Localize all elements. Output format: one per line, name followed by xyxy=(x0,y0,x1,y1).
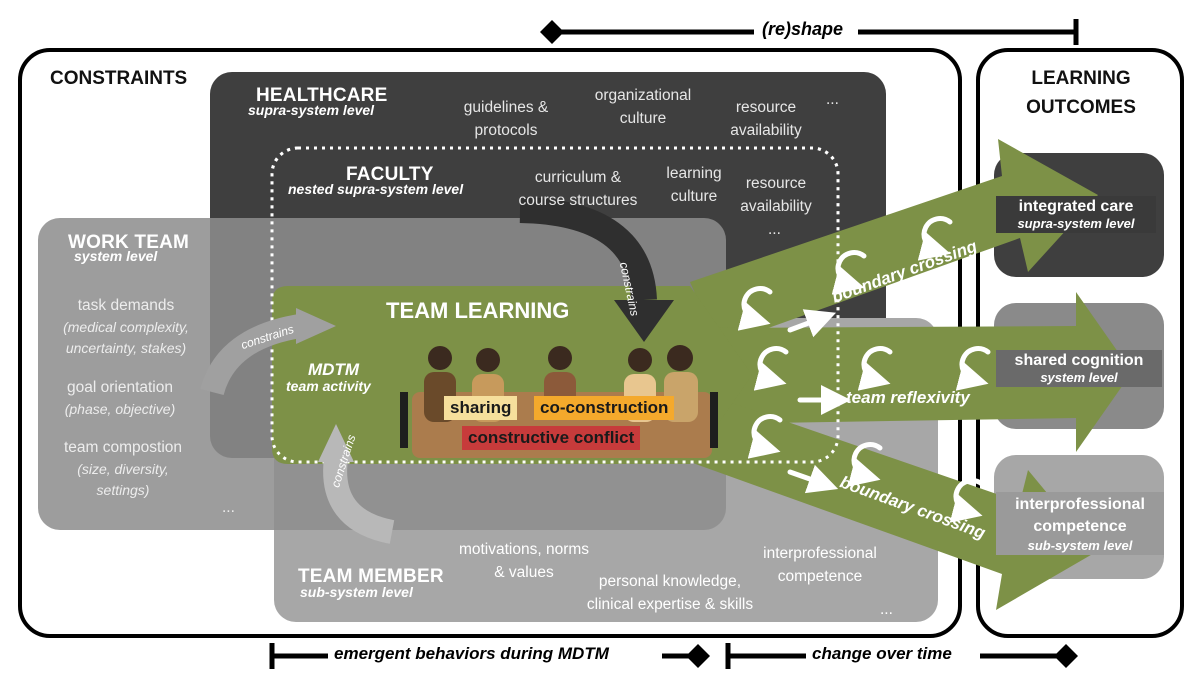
change-over-time-label: change over time xyxy=(812,644,952,663)
sharing-tag: sharing xyxy=(444,396,518,420)
outcome-interprofessional-competence: interprofessional competence sub-system … xyxy=(996,492,1164,555)
flow-bottom-arrow xyxy=(690,398,1096,610)
faculty-level: nested supra-system level xyxy=(288,181,464,197)
work-team-item: goal orientation (phase, objective) xyxy=(64,379,176,417)
healthcare-item: guidelines &protocols xyxy=(463,99,549,139)
loop-icon xyxy=(857,346,893,391)
learning-outcomes-title-line2: OUTCOMES xyxy=(1026,97,1136,118)
team-member-more: ... xyxy=(880,601,893,618)
flow-top-arrow xyxy=(690,139,1098,346)
constructive-conflict-tag: constructive conflict xyxy=(462,426,641,450)
work-team-item: team compostion (size, diversity, settin… xyxy=(63,439,183,498)
arrow-icon xyxy=(787,464,839,494)
work-team-item: task demands (medical complexity, uncert… xyxy=(63,297,189,356)
change-diamond xyxy=(1054,644,1078,668)
reshape-label: (re)shape xyxy=(762,19,844,39)
mdtm-sublabel: team activity xyxy=(286,378,371,394)
loop-icon xyxy=(917,216,953,261)
faculty-item: curriculum &course structures xyxy=(518,169,638,209)
work-team-more: ... xyxy=(222,499,235,516)
constrains-arrowhead-faculty xyxy=(614,300,674,342)
arrow-icon xyxy=(787,309,837,338)
loop-icon xyxy=(949,478,985,523)
loop-icon xyxy=(753,346,789,391)
team-member-level: sub-system level xyxy=(300,584,413,600)
loop-icons xyxy=(737,216,991,523)
emergent-diamond xyxy=(686,644,710,668)
team-member-item: personal knowledge,clinical expertise & … xyxy=(586,573,754,613)
work-team-title: WORK TEAM xyxy=(68,232,190,253)
flow-label-middle: team reflexivity xyxy=(846,388,970,407)
faculty-more: ... xyxy=(768,221,781,238)
team-member-title: TEAM MEMBER xyxy=(298,566,444,587)
faculty-title: FACULTY xyxy=(346,164,434,185)
constrains-arrowhead-workteam xyxy=(296,308,336,344)
learning-outcomes-title: LEARNING OUTCOMES xyxy=(996,64,1166,122)
work-team-level: system level xyxy=(74,248,158,264)
loop-icon xyxy=(955,346,991,391)
learning-outcomes-title-line1: LEARNING xyxy=(1031,68,1131,89)
constrains-arrow-member xyxy=(323,456,395,544)
loop-icon xyxy=(747,414,783,459)
co-construction-tag: co-construction xyxy=(534,396,675,420)
team-learning-title: TEAM LEARNING xyxy=(386,298,570,323)
outcome-integrated-care: integrated care supra-system level xyxy=(996,196,1156,233)
loop-icon xyxy=(737,286,773,331)
healthcare-title: HEALTHCARE xyxy=(256,85,388,106)
constraints-title: CONSTRAINTS xyxy=(50,68,188,89)
healthcare-level: supra-system level xyxy=(248,102,375,118)
team-member-item: motivations, norms& values xyxy=(458,541,590,581)
outcome-shared-cognition: shared cognition system level xyxy=(996,350,1162,387)
emergent-behaviors-label: emergent behaviors during MDTM xyxy=(334,644,609,663)
reshape-diamond xyxy=(540,20,564,44)
healthcare-more: ... xyxy=(826,91,839,108)
constrains-arrowhead-member xyxy=(318,424,354,462)
loop-icon xyxy=(831,250,867,295)
constrains-arrow-faculty xyxy=(519,197,657,302)
constrains-arrow-workteam xyxy=(200,314,303,396)
mdtm-label: MDTM xyxy=(308,360,359,379)
loop-icon xyxy=(847,442,883,487)
